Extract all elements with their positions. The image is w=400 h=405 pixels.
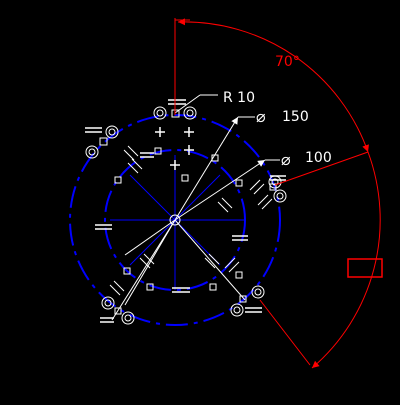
parallel-icon: [140, 152, 154, 158]
angle-arc-bottom: [311, 151, 381, 369]
parallel-icon: [100, 317, 114, 323]
perpendicular-icon: [184, 145, 194, 155]
fixed-constraint-icon: [211, 154, 219, 162]
hole-marker-right: [273, 189, 287, 203]
angle-extension-diagonal: [274, 151, 369, 186]
leader-line-spoke-1: [124, 219, 176, 256]
hole-marker-top-right: [183, 106, 197, 120]
constraint-double-lines: [85, 99, 286, 323]
parallel-icon: [245, 307, 262, 313]
leader-line-spoke-4: [111, 219, 176, 321]
parallel-icon: [270, 175, 286, 181]
parallel-icon: [95, 224, 112, 230]
perpendicular-icon: [184, 127, 194, 137]
hole-markers: [85, 106, 287, 325]
fixed-constraint-icon: [114, 176, 122, 184]
fixed-constraint-icon: [239, 295, 247, 303]
fixed-constraint-icon: [114, 307, 122, 315]
hole-marker-bottom-right-2: [251, 285, 265, 299]
leader-line-inner-diameter[interactable]: [174, 159, 266, 221]
diameter-symbol: ⌀: [256, 107, 266, 126]
parallel-icon: [232, 235, 248, 241]
perpendicular-icon: [155, 127, 165, 137]
leader-line-spoke-3: [174, 219, 246, 301]
angle-arc-top: [177, 18, 369, 153]
parallel-icon: [172, 287, 190, 293]
angle-label[interactable]: 70°: [275, 54, 300, 70]
fixed-constraint-icon: [235, 179, 243, 187]
fixed-constraint-icon: [181, 174, 189, 182]
angle-extension-diagonal-2: [259, 299, 311, 366]
parallel-icon: [168, 99, 186, 105]
diameter-symbol: ⌀: [281, 150, 291, 169]
inner-diameter-label[interactable]: 100: [305, 150, 332, 166]
parallel-icon: [85, 127, 102, 133]
fixed-constraint-icon: [99, 137, 108, 146]
center-point-circle[interactable]: [169, 214, 181, 226]
leader-line-spoke-2: [124, 219, 176, 306]
angle-dimension[interactable]: [174, 18, 383, 369]
inner-circle[interactable]: [104, 149, 246, 291]
outer-diameter-label[interactable]: 150: [282, 109, 309, 125]
angle-value-box[interactable]: [347, 258, 383, 278]
hole-marker-left-top: [105, 125, 119, 139]
fixed-constraint-icon: [146, 283, 154, 291]
hole-marker-bottom-left-2: [121, 311, 135, 325]
constraint-squares: [99, 109, 277, 315]
hole-marker-bottom-right-1: [230, 303, 244, 317]
fixed-constraint-icon: [269, 183, 277, 191]
fixed-constraint-icon: [154, 147, 162, 155]
outer-diameter-dimension[interactable]: ⌀ 150: [256, 107, 309, 126]
perpendicular-icon: [170, 160, 180, 170]
radius-label[interactable]: R 10: [223, 90, 255, 106]
hash-marks: [109, 145, 273, 296]
fixed-constraint-icon: [209, 283, 217, 291]
inner-diameter-dimension[interactable]: ⌀ 100: [281, 150, 332, 169]
hole-marker-left: [85, 145, 99, 159]
hole-marker-bottom-left-1: [101, 296, 115, 310]
hole-marker-top-left: [153, 106, 167, 120]
fixed-constraint-icon: [123, 267, 131, 275]
fixed-constraint-icon: [235, 271, 243, 279]
